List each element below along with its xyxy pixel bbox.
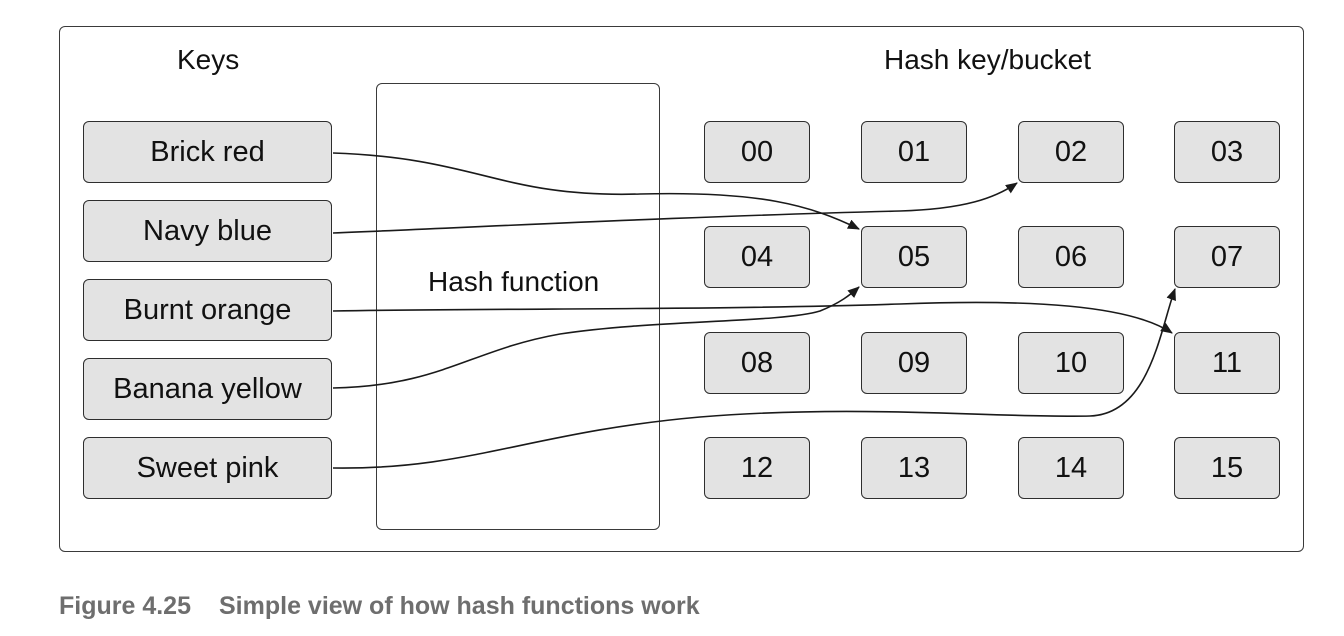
bucket-box: 02 [1018,121,1124,183]
bucket-box: 04 [704,226,810,288]
bucket-box: 07 [1174,226,1280,288]
keys-heading: Keys [177,44,240,75]
figure-caption: Figure 4.25 Simple view of how hash funct… [59,592,700,621]
key-box: Brick red [83,121,332,183]
bucket-box: 06 [1018,226,1124,288]
bucket-box: 01 [861,121,967,183]
figure-number: Figure 4.25 [59,592,191,620]
bucket-box: 08 [704,332,810,394]
diagram-frame [59,26,1304,552]
key-box: Sweet pink [83,437,332,499]
figure-caption-text: Simple view of how hash functions work [219,592,700,620]
bucket-box: 11 [1174,332,1280,394]
key-box: Navy blue [83,200,332,262]
hash-function-label: Hash function [428,266,600,297]
key-box: Banana yellow [83,358,332,420]
buckets-heading: Hash key/bucket [884,44,1091,75]
bucket-box: 05 [861,226,967,288]
bucket-box: 00 [704,121,810,183]
bucket-box: 14 [1018,437,1124,499]
bucket-box: 10 [1018,332,1124,394]
bucket-box: 09 [861,332,967,394]
bucket-box: 13 [861,437,967,499]
hash-function-box [376,83,660,530]
bucket-box: 15 [1174,437,1280,499]
bucket-box: 12 [704,437,810,499]
bucket-box: 03 [1174,121,1280,183]
key-box: Burnt orange [83,279,332,341]
